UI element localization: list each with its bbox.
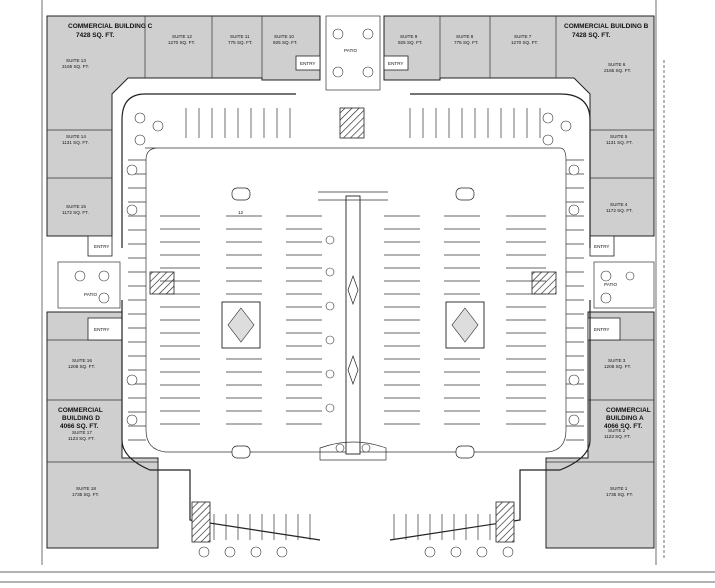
tree-icon xyxy=(250,546,262,558)
building-labels: COMMERCIAL BUILDING C 7428 SQ. FT. COMME… xyxy=(58,23,651,430)
building-c xyxy=(46,15,321,237)
tree-icon xyxy=(134,134,146,146)
landscape-trees xyxy=(126,112,580,558)
tree-icon xyxy=(152,120,164,132)
suite-9-name: SUITE 9 xyxy=(400,34,418,39)
suite-13-area: 2165 SQ. FT. xyxy=(62,64,89,69)
tree-icon xyxy=(568,414,580,426)
tree-icon xyxy=(542,112,554,124)
suite-16-area: 1208 SQ. FT. xyxy=(68,364,95,369)
parking-stalls xyxy=(128,108,584,540)
suite-2-name: SUITE 2 xyxy=(608,428,626,433)
misc-labels: PATIO PATIO PATIO ENTRY ENTRY ENTRY ENTR… xyxy=(84,48,618,332)
tree-icon xyxy=(450,546,462,558)
suite-labels: SUITE 13 2165 SQ. FT. SUITE 12 1270 SQ. … xyxy=(62,34,633,497)
tree-icon xyxy=(126,204,138,216)
suite-17-name: SUITE 17 xyxy=(72,430,92,435)
suite-8-name: SUITE 8 xyxy=(456,34,474,39)
suite-12-area: 1270 SQ. FT. xyxy=(168,40,195,45)
patio-top-label: PATIO xyxy=(344,48,358,53)
building-c-area: 7428 SQ. FT. xyxy=(76,32,114,39)
row-count-label: 12 xyxy=(238,210,244,215)
suite-14-area: 1131 SQ. FT. xyxy=(62,140,89,145)
suite-2-area: 1123 SQ. FT. xyxy=(604,434,631,439)
suite-6-area: 2165 SQ. FT. xyxy=(604,68,631,73)
tree-icon xyxy=(502,546,514,558)
entry-d-label: ENTRY xyxy=(94,327,110,332)
suite-12-name: SUITE 12 xyxy=(172,34,192,39)
patio-right-label: PATIO xyxy=(604,282,618,287)
suite-3-name: SUITE 3 xyxy=(608,358,626,363)
tree-icon xyxy=(568,374,580,386)
tree-icon xyxy=(134,112,146,124)
patio-left-label: PATIO xyxy=(84,292,98,297)
building-b-name: COMMERCIAL BUILDING B xyxy=(564,23,649,30)
suite-14-name: SUITE 14 xyxy=(66,134,86,139)
tree-icon xyxy=(424,546,436,558)
patio-left xyxy=(57,261,121,309)
entry-top-left-label: ENTRY xyxy=(300,61,316,66)
building-b-area: 7428 SQ. FT. xyxy=(572,32,610,39)
building-a-entry xyxy=(587,317,621,341)
suite-6-name: SUITE 6 xyxy=(608,62,626,67)
building-a-area: 4066 SQ. FT. xyxy=(604,423,642,430)
suite-1-name: SUITE 1 xyxy=(610,486,628,491)
building-d xyxy=(46,311,159,549)
suite-4-area: 1172 SQ. FT. xyxy=(606,208,633,213)
tree-icon xyxy=(568,204,580,216)
suite-10-name: SUITE 10 xyxy=(274,34,294,39)
suite-8-area: 775 SQ. FT. xyxy=(454,40,479,45)
suite-15-name: SUITE 15 xyxy=(66,204,86,209)
tree-icon xyxy=(476,546,488,558)
suite-13-name: SUITE 13 xyxy=(66,58,86,63)
suite-5-name: SUITE 5 xyxy=(610,134,628,139)
entry-top-right-label: ENTRY xyxy=(388,61,404,66)
suite-18-name: SUITE 18 xyxy=(76,486,96,491)
suite-7-name: SUITE 7 xyxy=(514,34,532,39)
suite-11-name: SUITE 11 xyxy=(230,34,250,39)
patio-top xyxy=(325,15,381,91)
building-c-name: COMMERCIAL BUILDING C xyxy=(68,23,153,30)
entry-a-label: ENTRY xyxy=(594,327,610,332)
tree-icon xyxy=(568,164,580,176)
suite-10-area: 925 SQ. FT. xyxy=(273,40,298,45)
entry-top-right xyxy=(383,55,409,71)
tree-icon xyxy=(224,546,236,558)
building-d-name-2: BUILDING D xyxy=(62,415,100,422)
entry-top-left xyxy=(295,55,321,71)
building-a xyxy=(545,311,655,549)
suite-5-area: 1131 SQ. FT. xyxy=(606,140,633,145)
tree-icon xyxy=(542,134,554,146)
suite-11-area: 775 SQ. FT. xyxy=(228,40,253,45)
tree-icon xyxy=(560,120,572,132)
patio-right xyxy=(593,261,655,309)
suite-4-name: SUITE 4 xyxy=(610,202,628,207)
tree-icon xyxy=(276,546,288,558)
suite-3-area: 1208 SQ. FT. xyxy=(604,364,631,369)
entry-left xyxy=(87,235,113,257)
building-a-name-1: COMMERCIAL xyxy=(606,407,651,414)
building-b xyxy=(383,15,655,237)
suite-16-name: SUITE 16 xyxy=(72,358,92,363)
suite-9-area: 925 SQ. FT. xyxy=(398,40,423,45)
building-d-name-1: COMMERCIAL xyxy=(58,407,103,414)
tree-icon xyxy=(126,164,138,176)
parking-lot xyxy=(121,93,591,543)
building-a-name-2: BUILDING A xyxy=(606,415,644,422)
tree-icon xyxy=(126,374,138,386)
building-d-area: 4066 SQ. FT. xyxy=(60,423,98,430)
suite-18-area: 1735 SQ. FT. xyxy=(72,492,99,497)
tree-icon xyxy=(126,414,138,426)
suite-17-area: 1123 SQ. FT. xyxy=(68,436,95,441)
tree-icon xyxy=(198,546,210,558)
entry-left-label: ENTRY xyxy=(94,244,110,249)
entry-right-label: ENTRY xyxy=(594,244,610,249)
suite-1-area: 1735 SQ. FT. xyxy=(606,492,633,497)
suite-7-area: 1270 SQ. FT. xyxy=(511,40,538,45)
suite-15-area: 1172 SQ. FT. xyxy=(62,210,89,215)
